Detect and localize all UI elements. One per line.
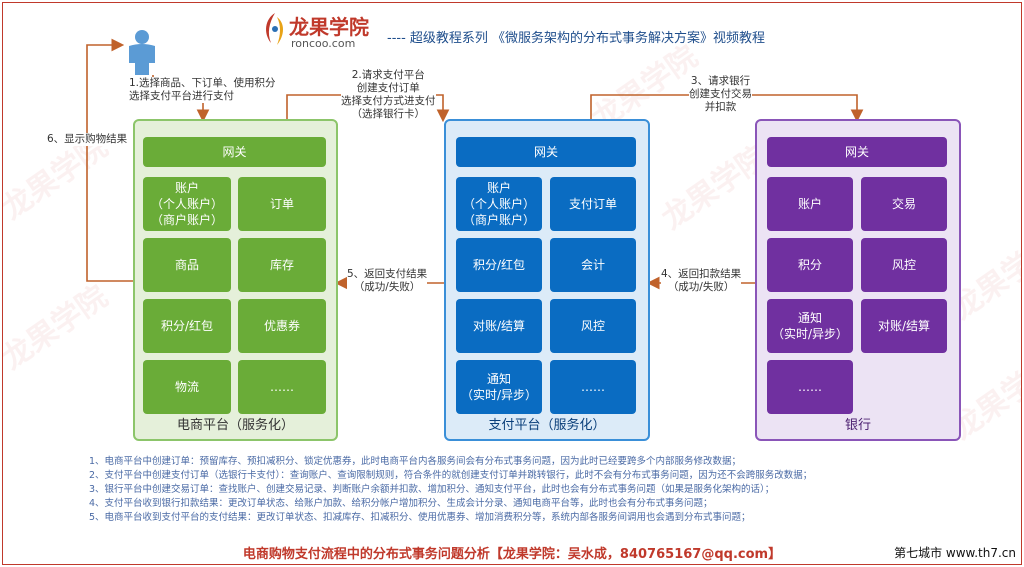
ecommerce-points: 积分/红包 (143, 299, 231, 353)
step-6-note: 6、显示购物结果 (47, 133, 128, 146)
payment-reconciliation: 对账/结算 (456, 299, 542, 353)
payment-gateway: 网关 (456, 137, 636, 167)
ecommerce-coupon: 优惠券 (238, 299, 326, 353)
bank-panel: 网关 账户 交易 积分 风控 通知 （实时/异步） 对账/结算 …… 银行 (755, 119, 961, 441)
payment-order: 支付订单 (550, 177, 636, 231)
ecommerce-panel: 网关 账户 （个人账户） （商户账户） 订单 商品 库存 积分/红包 优惠券 物… (133, 119, 338, 441)
footnotes: 1、电商平台中创建订单：预留库存、预扣减积分、锁定优惠券，此时电商平台内各服务间… (89, 455, 812, 525)
footnote-item: 5、电商平台收到支付平台的支付结果：更改订单状态、扣减库存、扣减积分、使用优惠券… (89, 512, 751, 523)
step-5-note: 5、返回支付结果 （成功/失败） (347, 268, 428, 294)
logo-icon (266, 13, 283, 45)
logo: 龙果学院 roncoo.com (261, 9, 381, 53)
corner-watermark: 第七城市 www.th7.cn (891, 543, 1019, 562)
header-title: ---- 超级教程系列 《微服务架构的分布式事务解决方案》视频教程 (387, 31, 766, 46)
logo-text: 龙果学院 (289, 15, 369, 39)
ecommerce-label: 电商平台（服务化） (176, 418, 294, 433)
bank-more: …… (767, 360, 853, 414)
ecommerce-account: 账户 （个人账户） （商户账户） (143, 177, 231, 231)
bank-transaction: 交易 (861, 177, 947, 231)
payment-notify: 通知 （实时/异步） (456, 360, 542, 414)
bank-gateway: 网关 (767, 137, 947, 167)
step-2-note: 2.请求支付平台 创建支付订单 选择支付方式进支付 （选择银行卡） (341, 69, 436, 121)
payment-points: 积分/红包 (456, 238, 542, 292)
step-4-note: 4、返回扣款结果 （成功/失败） (661, 268, 742, 294)
bank-account: 账户 (767, 177, 853, 231)
footnote-item: 3、银行平台中创建交易订单：查找账户、创建交易记录、判断账户余额并扣款、增加积分… (89, 484, 775, 495)
bank-label: 银行 (844, 418, 871, 433)
ecommerce-logistics: 物流 (143, 360, 231, 414)
arrow-step-6 (86, 38, 140, 282)
payment-label: 支付平台（服务化） (488, 418, 606, 433)
step-1-note: 1.选择商品、下订单、使用积分 选择支付平台进行支付 (129, 77, 276, 103)
footnote-item: 1、电商平台中创建订单：预留库存、预扣减积分、锁定优惠券，此时电商平台内各服务间… (89, 456, 742, 467)
footnote-item: 2、支付平台中创建支付订单（选银行卡支付）：查询账户、查询限制规则，符合条件的就… (89, 470, 813, 481)
payment-accounting: 会计 (550, 238, 636, 292)
user-icon (129, 30, 155, 75)
bank-reconciliation: 对账/结算 (861, 299, 947, 353)
ecommerce-more: …… (238, 360, 326, 414)
logo-url: roncoo.com (291, 37, 356, 50)
bank-notify: 通知 （实时/异步） (767, 299, 853, 353)
bottom-title: 电商购物支付流程中的分布式事务问题分析【龙果学院：吴水成，840765167@q… (242, 547, 782, 562)
footnote-item: 4、支付平台收到银行扣款结果：更改订单状态、给账户加款、给积分帐户增加积分、生成… (89, 498, 713, 509)
bank-risk: 风控 (861, 238, 947, 292)
step-3-note: 3、请求银行 创建支付交易 并扣款 (689, 75, 752, 114)
bank-points: 积分 (767, 238, 853, 292)
payment-risk: 风控 (550, 299, 636, 353)
payment-account: 账户 （个人账户） （商户账户） (456, 177, 542, 231)
payment-more: …… (550, 360, 636, 414)
ecommerce-inventory: 库存 (238, 238, 326, 292)
ecommerce-product: 商品 (143, 238, 231, 292)
payment-panel: 网关 账户 （个人账户） （商户账户） 支付订单 积分/红包 会计 对账/结算 … (444, 119, 650, 441)
ecommerce-gateway: 网关 (143, 137, 326, 167)
ecommerce-order: 订单 (238, 177, 326, 231)
